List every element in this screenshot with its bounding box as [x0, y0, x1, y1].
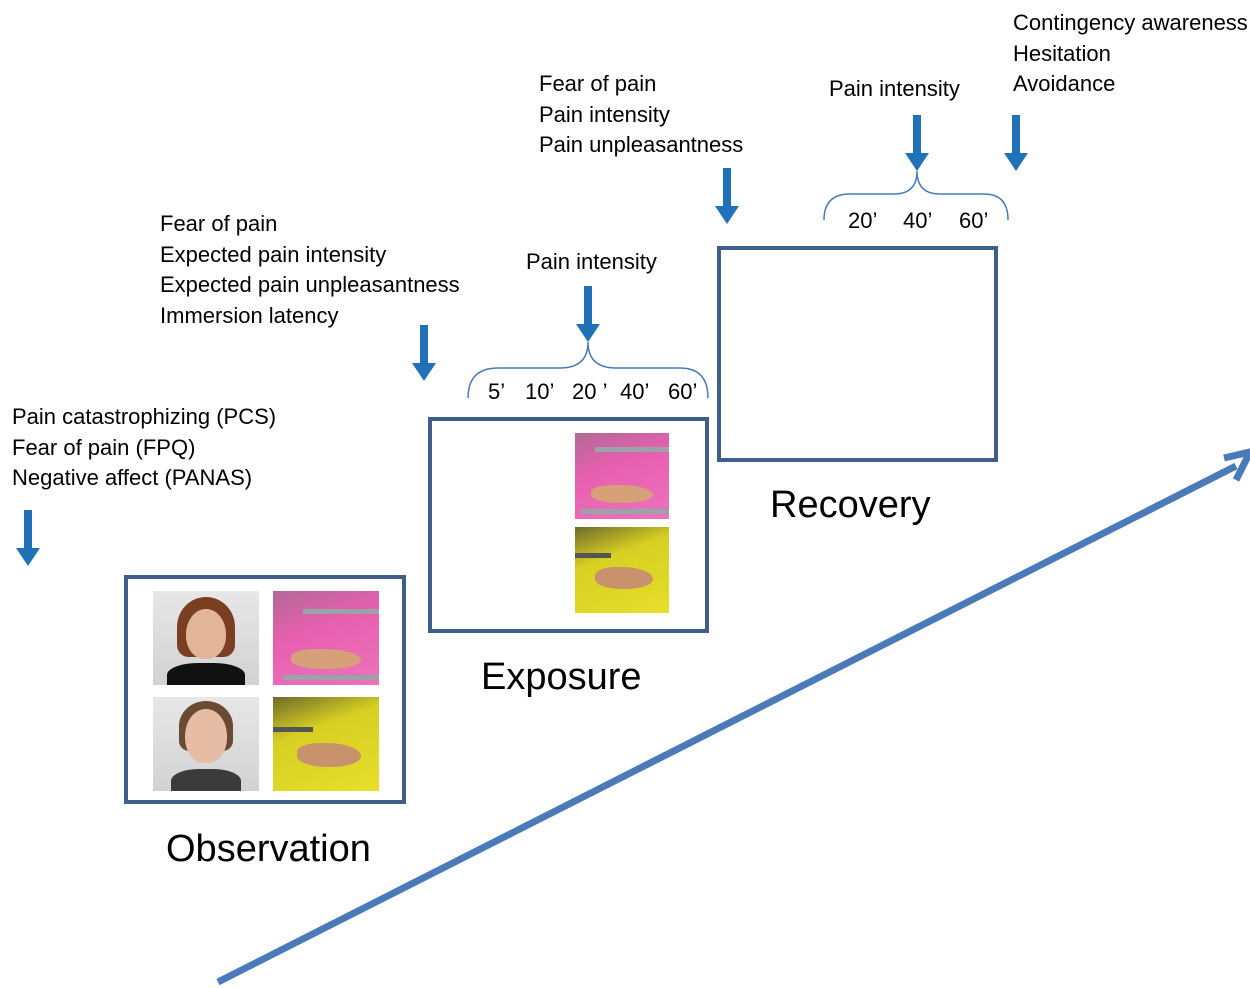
- down-arrow-icon-baseline: [16, 510, 40, 566]
- recovery-timepoint: 20’: [848, 208, 878, 233]
- pre-exposure-measure: Immersion latency: [160, 302, 339, 328]
- trend-arrow-icon: [216, 448, 1250, 986]
- observation-box: [124, 575, 406, 804]
- exposure-box: [428, 417, 709, 633]
- yellow-stimulus-photo: [575, 527, 669, 613]
- down-arrow-icon-exposure-pain: [576, 286, 600, 342]
- exposure-timepoint: 10’: [525, 379, 555, 404]
- exposure-timepoint: 40’: [620, 379, 650, 404]
- down-arrow-icon-pre-recovery: [715, 168, 739, 224]
- stage-label-observation: Observation: [166, 828, 371, 870]
- baseline-measure: Pain catastrophizing (PCS): [12, 404, 277, 429]
- final-measure: Hesitation: [1013, 40, 1111, 66]
- pre-recovery-measure: Pain intensity: [539, 101, 670, 127]
- brace-icon-exposure: [467, 341, 709, 399]
- baseline-measure: Fear of pain (FPQ): [12, 434, 196, 460]
- pre-recovery-measure: Pain unpleasantness: [539, 132, 744, 157]
- down-arrow-icon-recovery-pain: [905, 115, 929, 171]
- baseline-measures: Pain catastrophizing (PCS) Fear of pain …: [12, 402, 276, 494]
- final-measure: Contingency awareness: [1013, 10, 1248, 35]
- baseline-measure: Negative affect (PANAS): [12, 465, 253, 490]
- face-photo-2: [153, 697, 259, 791]
- pre-exposure-measure: Expected pain intensity: [160, 241, 387, 267]
- pre-exposure-measure: Expected pain unpleasantness: [160, 272, 460, 297]
- brace-icon-recovery: [823, 170, 1009, 221]
- down-arrow-icon-final: [1004, 115, 1028, 171]
- recovery-timepoint: 40’: [903, 208, 933, 233]
- exposure-timepoint: 20 ’: [572, 379, 608, 404]
- recovery-timepoint: 60’: [959, 208, 989, 233]
- pre-exposure-measure: Fear of pain: [160, 211, 278, 236]
- final-measures: Contingency awareness Hesitation Avoidan…: [1013, 8, 1248, 100]
- final-measure: Avoidance: [1013, 71, 1116, 96]
- pre-recovery-measure: Fear of pain: [539, 71, 657, 96]
- exposure-timepoint: 5’: [488, 379, 506, 404]
- pre-recovery-measures: Fear of pain Pain intensity Pain unpleas…: [539, 69, 743, 161]
- pink-stimulus-photo: [575, 433, 669, 519]
- stage-label-recovery: Recovery: [770, 484, 931, 526]
- exposure-pain-intensity-label: Pain intensity: [526, 249, 657, 274]
- down-arrow-icon-pre-exposure: [412, 325, 436, 381]
- recovery-box: [717, 246, 998, 462]
- yellow-stimulus-photo: [273, 697, 379, 791]
- face-photo-1: [153, 591, 259, 685]
- stage-label-exposure: Exposure: [481, 656, 642, 698]
- pink-stimulus-photo: [273, 591, 379, 685]
- recovery-pain-intensity-label: Pain intensity: [829, 76, 960, 101]
- exposure-timepoint: 60’: [668, 379, 698, 404]
- pre-exposure-measures: Fear of pain Expected pain intensity Exp…: [160, 209, 460, 331]
